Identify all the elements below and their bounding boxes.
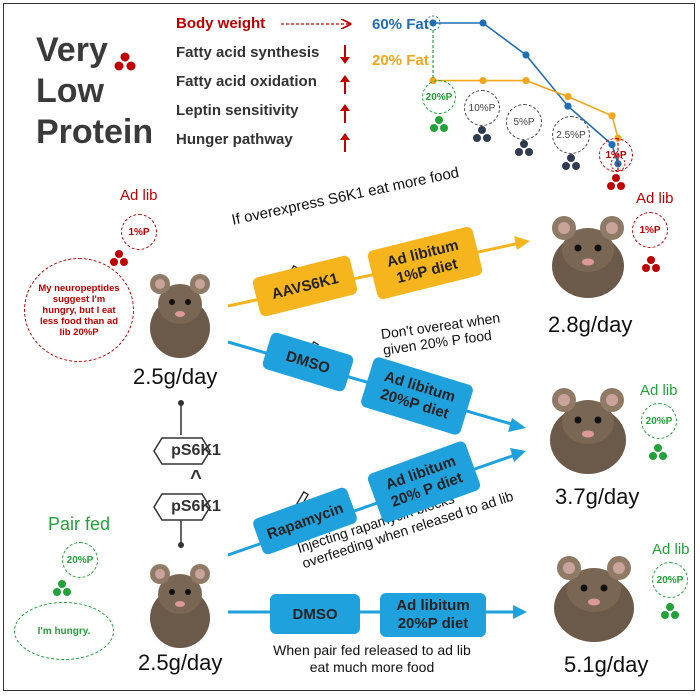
right-2-badge: 20%P [641, 403, 677, 439]
left-top-intake: 2.5g/day [133, 364, 218, 389]
note-pair-fed-release: When pair fed released to ad lib eat muc… [273, 642, 471, 675]
ps6k1-connector [153, 400, 211, 548]
data-point [608, 112, 616, 120]
effect-hunger-pathway: Hunger pathway [176, 131, 293, 148]
data-point [479, 77, 487, 85]
dark-dots-icon [562, 154, 580, 170]
pair-fed-label: Pair fed [48, 514, 111, 534]
right-1-badge: 1%P [632, 212, 668, 248]
effect-fatty-acid-synthesis: Fatty acid synthesis [176, 44, 320, 61]
up-arrow-icon [340, 133, 350, 152]
series-line [433, 79, 619, 139]
left-top-thought-bubble: My neuropeptides suggest I'm hungry, but… [24, 258, 134, 362]
down-arrow-icon [340, 45, 350, 64]
effect-fatty-acid-oxidation: Fatty acid oxidation [176, 73, 317, 90]
red-dots-icon [110, 250, 128, 266]
up-arrow-icon [340, 104, 350, 123]
mouse-right-1-icon [552, 216, 624, 298]
protein-10-badge: 10%P [464, 90, 500, 126]
up-arrow-icon [340, 75, 350, 94]
red-dots-icon [114, 52, 136, 71]
dark-dots-icon [515, 140, 533, 156]
mouse-right-2-icon [550, 388, 626, 474]
effect-leptin-sensitivity: Leptin sensitivity [176, 102, 299, 119]
right-2-adlib-label: Ad lib [640, 382, 678, 399]
right-3-badge: 20%P [652, 562, 688, 598]
green-dots-icon [53, 580, 71, 596]
left-bottom-intake: 2.5g/day [138, 650, 223, 675]
effect-arrows [281, 0, 700, 152]
data-point [522, 51, 530, 59]
left-top-adlib-label: Ad lib [120, 187, 158, 204]
protein-1-badge: 1%P [599, 138, 633, 172]
right-3-adlib-label: Ad lib [652, 541, 690, 558]
title-line-1: Very [36, 31, 108, 69]
green-dots-icon [661, 603, 679, 619]
title-line-3: Protein [36, 113, 154, 151]
effect-body-weight: Body weight [176, 15, 266, 32]
treat-dmso-bottom: DMSO [270, 594, 360, 634]
data-point [564, 102, 572, 110]
legend-20-fat: 20% Fat [372, 52, 429, 69]
mouse-left-bottom-icon [150, 564, 210, 648]
data-point [479, 19, 487, 27]
left-bottom-thought-bubble: I'm hungry. [14, 602, 114, 660]
ps6k1-bottom-label: pS6K1 [171, 498, 221, 515]
legend-60-fat: 60% Fat [372, 16, 429, 33]
protein-dot-icons [430, 116, 625, 190]
data-point [429, 19, 437, 27]
title: Very Low Protein [36, 30, 176, 153]
diet-20p-bottom: Ad libitum 20%P diet [380, 593, 486, 637]
red-dots-icon [607, 174, 625, 190]
right-2-intake: 3.7g/day [555, 484, 640, 509]
dark-dots-icon [473, 126, 491, 142]
red-dots-icon [642, 256, 660, 272]
protein-5-badge: 5%P [506, 104, 542, 140]
right-1-intake: 2.8g/day [548, 312, 633, 337]
mouse-right-3-icon [554, 556, 634, 642]
protein-2-5-badge: 2.5%P [552, 116, 590, 154]
title-line-2: Low [36, 72, 104, 110]
ps6k1-top-label: pS6K1 [171, 442, 221, 459]
greater-than-sign: ^ [190, 466, 202, 489]
green-dots-icon [430, 116, 448, 132]
highlight-ring [425, 15, 441, 31]
green-dots-icon [649, 444, 667, 460]
mouse-left-top-icon [150, 274, 210, 358]
right-1-adlib-label: Ad lib [636, 190, 674, 207]
data-point [522, 77, 530, 85]
figure-border [3, 3, 695, 691]
data-point [564, 93, 572, 101]
protein-20-badge: 20%P [422, 80, 456, 114]
left-top-badge: 1%P [121, 214, 157, 250]
left-bottom-badge: 20%P [62, 542, 98, 578]
right-3-intake: 5.1g/day [564, 652, 649, 677]
